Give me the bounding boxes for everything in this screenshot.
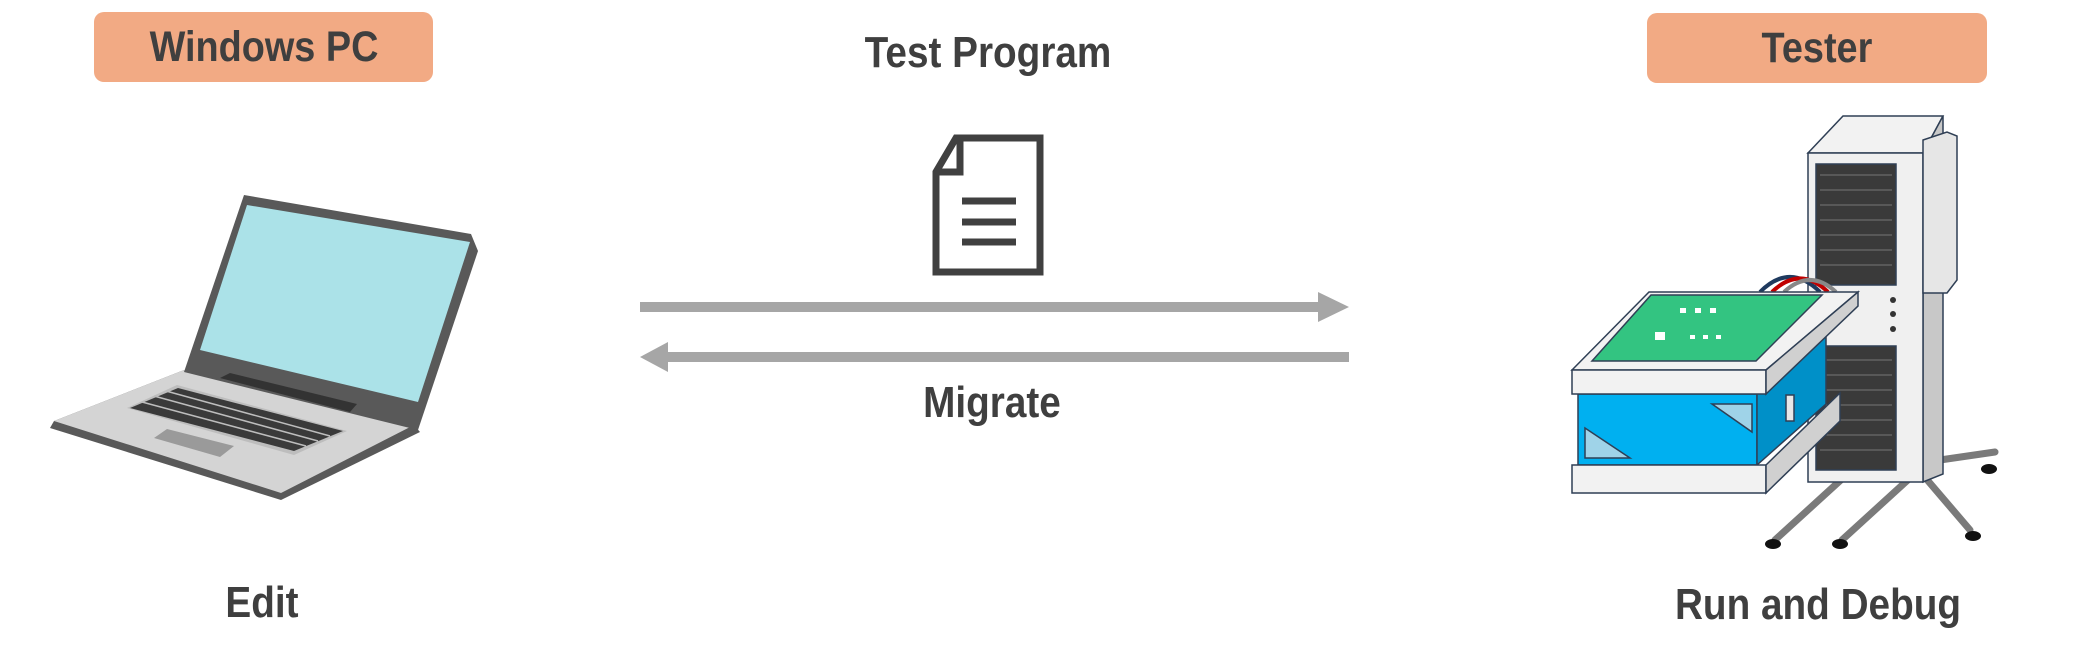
edit-caption: Edit: [225, 578, 299, 627]
tester-badge: Tester: [1647, 13, 1987, 83]
arrow-to-tester: [640, 292, 1349, 322]
document-icon: [932, 134, 1044, 276]
windows-pc-label: Windows PC: [149, 22, 378, 71]
test-program-title: Test Program: [864, 28, 1112, 77]
run-and-debug-caption: Run and Debug: [1674, 580, 1962, 629]
laptop-icon: [50, 195, 478, 500]
arrow-migrate-back: [640, 342, 1349, 372]
tester-label: Tester: [1761, 23, 1873, 72]
migrate-label: Migrate: [923, 378, 1061, 427]
tester-machine-icon: [1570, 115, 1999, 549]
windows-pc-badge: Windows PC: [94, 12, 433, 82]
